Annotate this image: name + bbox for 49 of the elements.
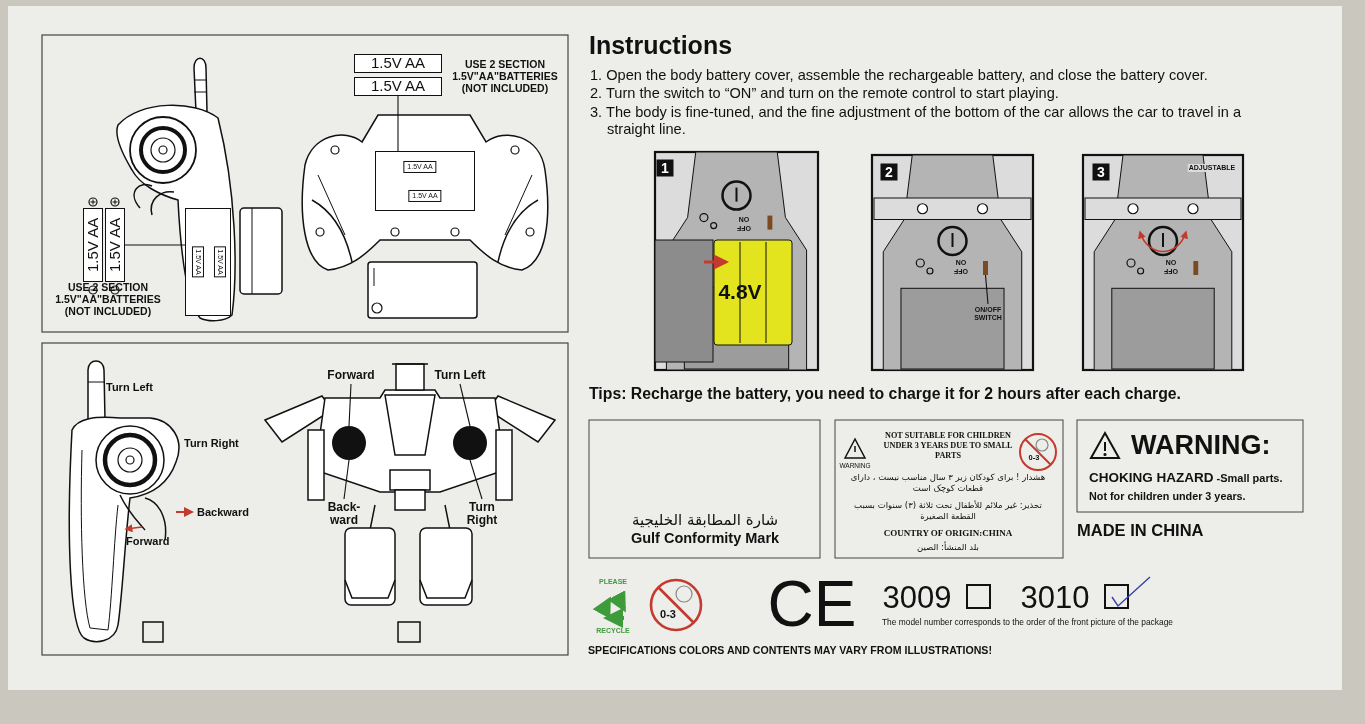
warning-text: NOT SUITABLE FOR CHILDREN UNDER 3 YEARS DUE TO SMALL PARTS bbox=[882, 431, 1014, 461]
mark-name: Gulf Conformity Mark bbox=[630, 529, 780, 547]
battery-compartment bbox=[185, 208, 231, 316]
origin-text: COUNTRY OF ORIGIN:CHINA bbox=[883, 527, 1013, 539]
leader-line bbox=[984, 274, 989, 305]
warning-text: CHOKING HAZARD bbox=[1089, 470, 1214, 486]
step-number: 2 bbox=[880, 163, 898, 181]
control-label: Turn Left bbox=[106, 380, 153, 394]
control-label: Turn Left bbox=[429, 368, 491, 384]
model-number: 3009 bbox=[882, 581, 952, 613]
warning-text: تحذير: غير ملائم للأطفال تحت ثلاثة (٣) سنوات بسبب القطعة الصغيرة bbox=[853, 499, 1043, 523]
control-label: Turn Right bbox=[462, 499, 502, 529]
control-label: Turn Right bbox=[184, 436, 239, 450]
warning-text: Not for children under 3 years. bbox=[1089, 489, 1246, 503]
tip-text: Tips: Recharge the battery, you need to charge it for 2 hours after each charge. bbox=[589, 384, 1181, 404]
step-number: 1 bbox=[656, 159, 674, 177]
voltage-label: 4.8V bbox=[718, 279, 762, 305]
control-label: Forward bbox=[323, 368, 379, 384]
origin-text: MADE IN CHINA bbox=[1077, 520, 1204, 540]
leader-line bbox=[343, 459, 350, 500]
battery-compartment bbox=[375, 151, 475, 211]
model-number: 3010 bbox=[1020, 581, 1090, 613]
control-label: Back- ward bbox=[324, 499, 364, 529]
step-number: 3 bbox=[1092, 163, 1110, 181]
warning-heading: WARNING: bbox=[1131, 430, 1271, 462]
leader-line bbox=[397, 94, 399, 152]
conformity-mark: CE bbox=[767, 572, 857, 636]
instruction-text: 2. Turn the switch to “ON” and turn on the remote control to start playing. bbox=[590, 84, 1059, 102]
heading: Instructions bbox=[589, 30, 733, 60]
control-label: Backward bbox=[197, 505, 249, 519]
battery: 1.5V AA bbox=[83, 208, 103, 282]
instruction-text: 1. Open the body battery cover, assemble the rechargeable battery, and close the battery cover. bbox=[590, 66, 1208, 84]
age-label: 0-3 bbox=[660, 607, 676, 621]
mark-name: شارة المطابقة الخليجية bbox=[632, 512, 778, 530]
leader-line bbox=[124, 244, 186, 246]
warning-text: هشدار ! برای کودکان زیر ۳ سال مناسب نیست ، دارای قطعات کوچک است bbox=[849, 471, 1047, 495]
battery-note: USE 2 SECTION 1.5V"AA"BATTERIES (NOT INCLUDED) bbox=[451, 59, 559, 95]
instruction-text: 3. The body is fine-tuned, and the fine adjustment of the bottom of the car allows the car to travel in a straight line. bbox=[590, 104, 1243, 138]
leader-line bbox=[469, 459, 483, 500]
switch bbox=[983, 261, 988, 275]
battery-note: USE 2 SECTION 1.5V"AA"BATTERIES (NOT INCLUDED) bbox=[54, 282, 162, 318]
model-note: The model number corresponds to the order of the front picture of the package bbox=[882, 618, 1173, 628]
leader-line bbox=[348, 383, 352, 427]
warning-text: -Small parts. bbox=[1216, 472, 1283, 485]
control-label: Forward bbox=[126, 534, 170, 548]
disclaimer-text: SPECIFICATIONS COLORS AND CONTENTS MAY VARY FROM ILLUSTRATIONS! bbox=[588, 643, 992, 657]
leader-line bbox=[459, 383, 471, 427]
battery: 1.5V AA bbox=[105, 208, 125, 282]
origin-text: بلد المنشأ: الصين bbox=[917, 543, 979, 553]
